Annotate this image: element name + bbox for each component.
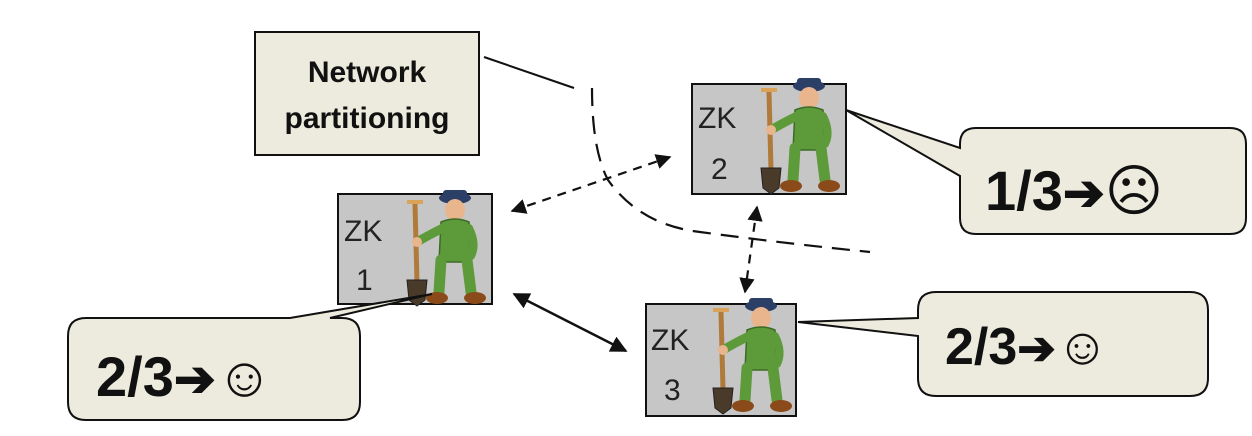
arrow-right-icon: ➔ [1017,322,1056,374]
zk-node-2-number: 2 [711,153,728,186]
callout-3-bubble [797,291,1209,397]
zk-node-3-label: ZK [651,324,689,357]
svg-text:1/3➔☹: 1/3➔☹ [985,159,1163,222]
link-zk1-zk3 [512,292,628,353]
svg-text:2/3➔☺: 2/3➔☺ [96,345,273,408]
callout-3-fraction: 2/3 [945,318,1017,376]
zk-node-3-number: 3 [664,374,681,407]
note-line-2: partitioning [285,102,450,135]
zk-node-2: ZK 2 [691,78,847,194]
partition-line [590,87,871,254]
zk-node-2-label: ZK [698,102,736,135]
note-connector [483,56,575,89]
callout-2-bubble [845,109,1247,235]
callout-1-bubble [67,293,433,421]
zk-2-quorum-callout: 1/3➔☹ [845,109,1247,235]
arrow-right-icon: ➔ [174,351,216,407]
zk-1-quorum-callout: 2/3➔☺ [67,293,433,421]
zk-3-quorum-callout: 2/3➔☺ [797,291,1209,397]
zk-node-1-label: ZK [344,215,382,248]
note-line-1: Network [308,56,427,89]
smiley-face-icon: ☺ [216,345,273,408]
callout-1-fraction: 2/3 [96,345,174,408]
link-zk2-zk3 [739,205,763,294]
note-box [254,31,480,156]
network-partitioning-note: Network partitioning [254,31,575,156]
frowning-face-icon: ☹ [1105,159,1163,222]
zk-node-1: ZK 1 [337,190,493,306]
arrow-right-icon: ➔ [1063,165,1105,221]
svg-text:2/3➔☺: 2/3➔☺ [945,318,1109,376]
zk-node-3: ZK 3 [645,298,796,416]
zk-node-1-number: 1 [356,264,373,297]
link-zk1-zk2 [510,154,672,214]
smiley-face-icon: ☺ [1056,318,1109,376]
callout-2-fraction: 1/3 [985,159,1063,222]
